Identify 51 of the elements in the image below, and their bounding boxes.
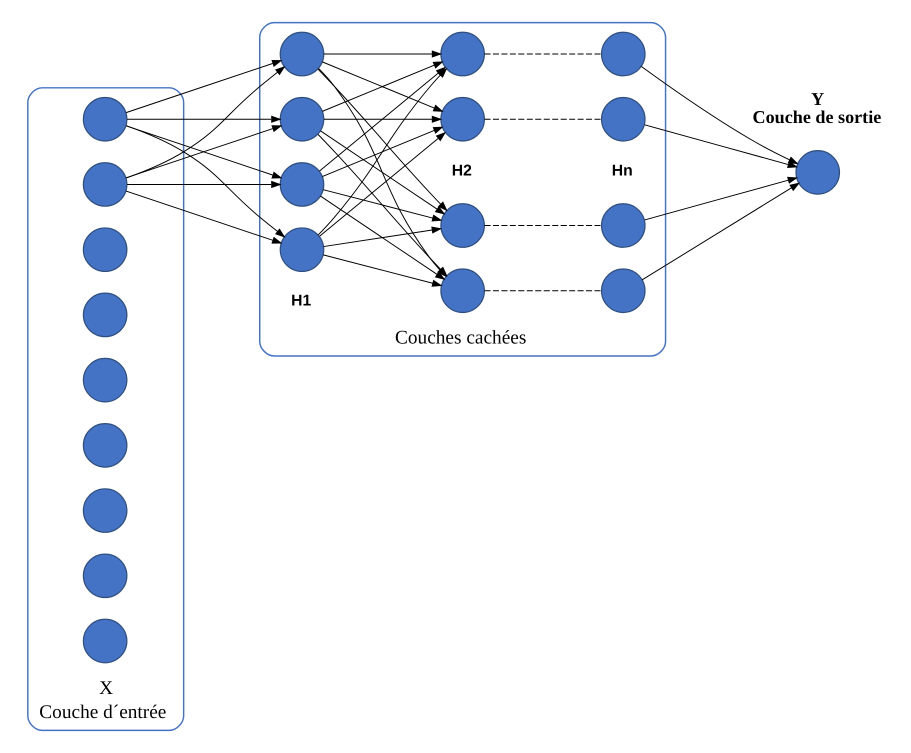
node-circle (279, 32, 324, 76)
arrow (317, 68, 448, 212)
node-circle (82, 227, 127, 272)
node-circle (440, 32, 484, 76)
arrow (125, 66, 285, 178)
arrow (125, 190, 282, 244)
arrow (318, 132, 446, 237)
arrow (322, 116, 442, 123)
node-circle (600, 203, 646, 248)
arrow (319, 196, 445, 280)
arrow (644, 176, 798, 220)
arrow (641, 182, 800, 280)
node-circle (279, 227, 324, 272)
node-circle (82, 618, 127, 664)
arrow (125, 125, 282, 178)
node-circle (82, 358, 127, 402)
node-circle (82, 553, 127, 598)
node-circle (82, 96, 127, 142)
connector (484, 118, 602, 120)
node-circle (279, 96, 324, 142)
connector (484, 225, 602, 226)
arrow (126, 180, 282, 188)
arrow (321, 126, 444, 178)
arrow (322, 226, 442, 248)
node-circle (82, 488, 127, 533)
node-circle (600, 96, 646, 142)
node-circle (440, 203, 484, 248)
node-circle (82, 292, 127, 338)
arrow (321, 61, 444, 112)
node-label: Hn (611, 162, 632, 180)
cluster: X Couche d´entrée (26, 87, 184, 732)
node-circle (82, 162, 127, 207)
node-circle (440, 96, 484, 142)
node-circle (279, 162, 324, 207)
arrow (322, 50, 442, 58)
node-circle (794, 150, 840, 195)
node-circle (440, 268, 484, 314)
node-label: H1 (290, 292, 311, 310)
arrow (125, 60, 282, 114)
node-circle (600, 268, 646, 314)
arrow (322, 254, 442, 287)
arrow (125, 125, 285, 238)
node-label: Couche de sortie (752, 106, 881, 127)
node-circle (600, 32, 646, 76)
node-label: Y (810, 88, 824, 109)
arrow (322, 189, 442, 222)
connector (484, 290, 602, 292)
arrow (319, 130, 445, 215)
node-label: H2 (451, 162, 472, 180)
arrow (126, 116, 282, 123)
node-circle (82, 423, 127, 468)
